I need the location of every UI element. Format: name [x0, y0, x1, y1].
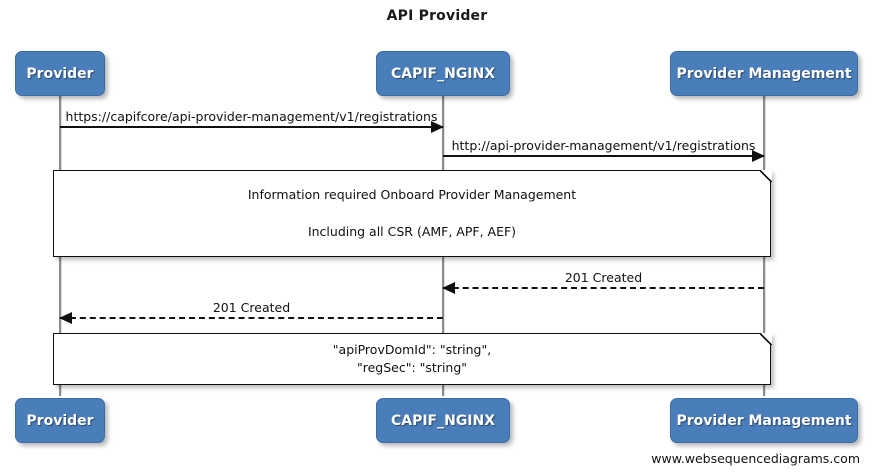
arrowhead-left-icon: [442, 282, 455, 294]
participant-provider-management-top[interactable]: Provider Management: [670, 51, 858, 96]
note-line-1: "apiProvDomId": "string",: [332, 341, 492, 357]
arrowhead-left-icon: [59, 312, 72, 324]
message-3[interactable]: 201 Created: [442, 270, 764, 294]
note-onboard-info: Information required Onboard Provider Ma…: [53, 169, 772, 257]
diagram-title: API Provider: [386, 8, 488, 24]
note-fold-corner-icon: [759, 332, 772, 345]
message-label: http://api-provider-management/v1/regist…: [451, 138, 756, 153]
message-line: [60, 317, 443, 319]
note-line-2: Including all CSR (AMF, APF, AEF): [307, 223, 517, 239]
participant-provider-bottom[interactable]: Provider: [15, 398, 105, 443]
note-line-1: Information required Onboard Provider Ma…: [247, 187, 577, 203]
message-1[interactable]: https://capifcore/api-provider-managemen…: [60, 109, 444, 133]
participant-label: Provider: [26, 412, 94, 429]
message-line: [443, 287, 764, 289]
message-4[interactable]: 201 Created: [59, 300, 443, 324]
message-line: [443, 155, 764, 157]
footer-watermark: www.websequencediagrams.com: [651, 451, 860, 466]
message-label: 201 Created: [212, 300, 291, 315]
arrowhead-right-icon: [431, 121, 444, 133]
participant-label: Provider: [26, 65, 94, 82]
note-line-2: "regSec": "string": [356, 360, 468, 375]
note-response-body: "apiProvDomId": "string", "regSec": "str…: [53, 332, 772, 385]
participant-label: Provider Management: [676, 412, 852, 429]
participant-provider-management-bottom[interactable]: Provider Management: [670, 398, 858, 443]
participant-label: CAPIF_NGINX: [390, 65, 496, 82]
message-line: [60, 126, 443, 128]
message-2[interactable]: http://api-provider-management/v1/regist…: [443, 138, 765, 162]
participant-capif-nginx-top[interactable]: CAPIF_NGINX: [376, 51, 510, 96]
participant-label: Provider Management: [676, 65, 852, 82]
message-label: https://capifcore/api-provider-managemen…: [65, 109, 438, 124]
participant-capif-nginx-bottom[interactable]: CAPIF_NGINX: [376, 398, 510, 443]
participant-provider-top[interactable]: Provider: [15, 51, 105, 96]
note-fold-corner-icon: [759, 169, 772, 182]
participant-label: CAPIF_NGINX: [390, 412, 496, 429]
message-label: 201 Created: [564, 270, 643, 285]
arrowhead-right-icon: [752, 150, 765, 162]
